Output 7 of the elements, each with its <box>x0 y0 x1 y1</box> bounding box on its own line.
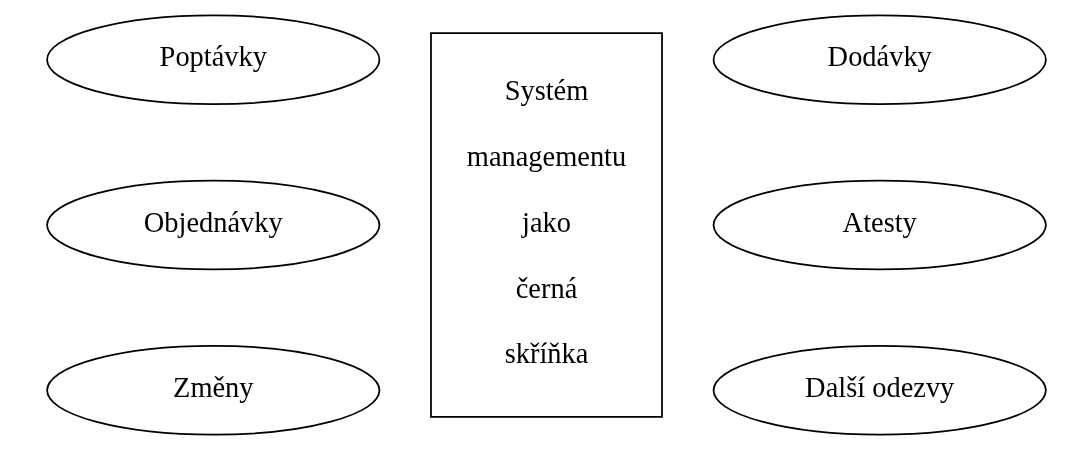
node-ellipse: Dodávky <box>712 14 1047 106</box>
node-ellipse: Objednávky <box>45 179 380 271</box>
node-ellipse: Poptávky <box>45 14 380 106</box>
node-ellipse: Další odezvy <box>712 344 1047 436</box>
node-box: Systém managementu jako černá skříňka <box>429 32 663 418</box>
node-ellipse: Atesty <box>712 179 1047 271</box>
node-ellipse: Změny <box>45 344 380 436</box>
